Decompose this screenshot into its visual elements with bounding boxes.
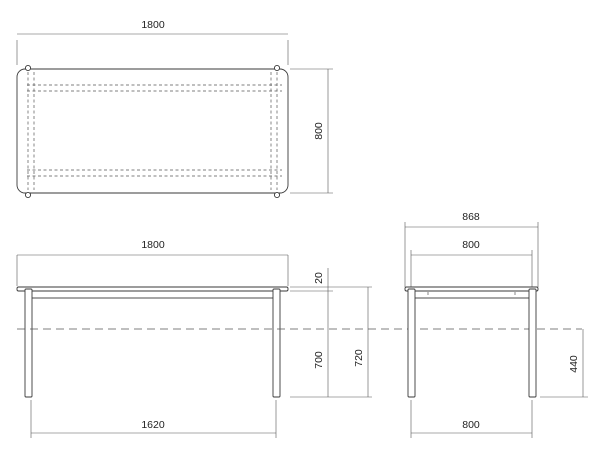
- front-apron: [27, 290, 278, 299]
- side-view: 868 800 800 440: [404, 211, 588, 438]
- side-leg-span-dimension: 800: [410, 400, 533, 438]
- front-underside-height-label: 700: [313, 351, 325, 369]
- side-top-depth-label: 800: [462, 239, 480, 251]
- front-leg-span-dimension: 1620: [30, 400, 277, 438]
- side-top-depth-dimension: 800: [410, 239, 533, 287]
- plan-leg-foot: [24, 64, 32, 72]
- side-leg-span-label: 800: [462, 419, 480, 431]
- front-view: 1800 1620 20 700 720: [16, 239, 372, 438]
- front-height-dimensions: 20 700 720: [290, 268, 372, 398]
- plan-leg-foot: [273, 64, 281, 72]
- front-tabletop: [16, 286, 289, 292]
- side-center-height-label: 440: [568, 355, 580, 373]
- plan-tabletop: [16, 68, 289, 194]
- plan-hidden-frame: [27, 72, 282, 190]
- side-center-height-dimension: 440: [540, 329, 588, 398]
- front-top-thickness-label: 20: [313, 272, 325, 284]
- plan-width-label: 1800: [141, 19, 165, 31]
- plan-leg-foot: [273, 191, 281, 199]
- front-leg-left: [24, 288, 33, 398]
- plan-view: 1800 800: [16, 19, 333, 199]
- side-leg-left: [407, 288, 416, 398]
- front-leg-span-label: 1620: [141, 419, 165, 431]
- side-tabletop: [404, 286, 539, 292]
- side-leg-right: [528, 288, 537, 398]
- front-leg-right: [272, 288, 281, 398]
- side-apron: [410, 290, 533, 299]
- front-width-dimension: 1800: [16, 239, 289, 286]
- front-total-height-label: 720: [353, 349, 365, 367]
- plan-leg-foot: [24, 191, 32, 199]
- plan-width-dimension: 1800: [16, 19, 289, 65]
- side-overall-depth-dimension: 868: [404, 211, 539, 287]
- front-width-label: 1800: [141, 239, 165, 251]
- plan-depth-dimension: 800: [290, 68, 333, 194]
- plan-depth-label: 800: [313, 122, 325, 140]
- side-overall-depth-label: 868: [462, 211, 480, 223]
